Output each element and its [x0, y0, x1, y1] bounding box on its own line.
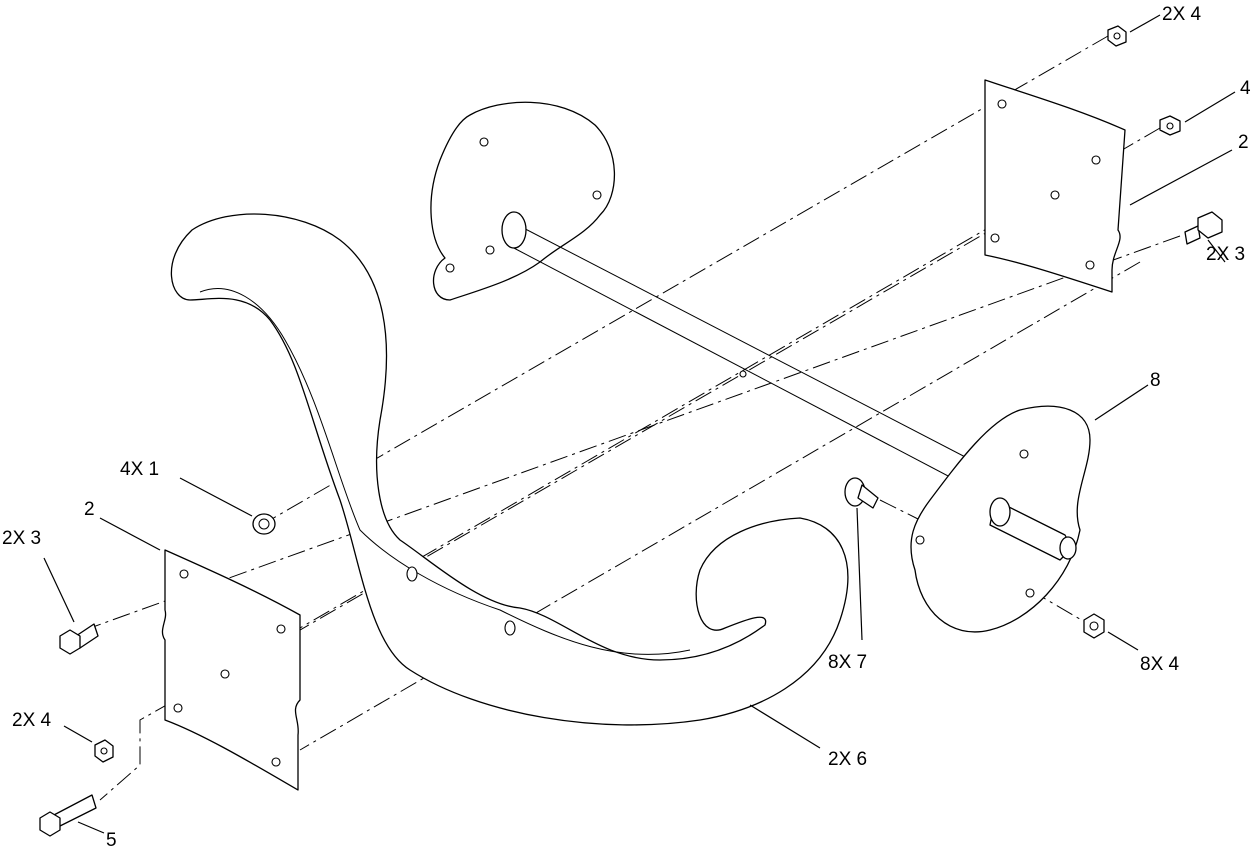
plate-right-hole-5 — [1085, 260, 1095, 270]
plate-left-hole-3 — [220, 669, 230, 679]
callout-2x4-top: 2X 4 — [1162, 4, 1202, 25]
bolt-right — [1184, 211, 1223, 245]
plate-right-hole-2 — [1091, 155, 1101, 165]
callout-2x3-right: 2X 3 — [1206, 244, 1245, 265]
mounting-plate-left — [161, 549, 301, 791]
auger-flight-left-inner-edge — [199, 288, 691, 655]
rear-flight-hole-4 — [445, 263, 455, 273]
plate-right-hole-4 — [990, 233, 1000, 243]
plate-left-hole-1 — [179, 569, 189, 579]
long-bolt-left — [39, 794, 97, 837]
hub-nut — [1083, 613, 1105, 639]
auger-flight-rear — [430, 101, 616, 301]
callout-4x1: 4X 1 — [120, 459, 159, 480]
callout-2-right: 2 — [1238, 132, 1249, 153]
plate-right-hole-1 — [997, 99, 1007, 109]
flight-hole-1 — [406, 566, 418, 582]
plate-left-hole-5 — [271, 757, 281, 767]
plate-left-hole-4 — [173, 703, 183, 713]
callout-8: 8 — [1150, 370, 1161, 391]
nut-top-right — [1107, 25, 1127, 47]
plate-left-hole-2 — [276, 624, 286, 634]
callout-2x3-left: 2X 3 — [2, 528, 41, 549]
shear-pin — [844, 477, 879, 509]
mounting-plate-right — [984, 79, 1126, 293]
callout-labels: 2X 4 4 2 2X 3 8 4X 1 2 2X 3 8X 7 8X 4 2X… — [2, 4, 1251, 851]
callout-4-right: 4 — [1240, 78, 1251, 99]
callout-5: 5 — [106, 830, 117, 851]
flight-hole-2 — [504, 620, 516, 636]
auger-flight-left — [170, 213, 849, 726]
bolt-left — [59, 623, 99, 655]
callout-2x6: 2X 6 — [828, 749, 867, 770]
locknut-right — [1159, 115, 1181, 136]
plate-right-hole-3 — [1050, 190, 1060, 200]
callout-2x4-left: 2X 4 — [12, 710, 52, 731]
rear-flight-hole-1 — [479, 137, 489, 147]
hub-hole-3 — [1025, 588, 1035, 598]
leader-lines — [43, 14, 1236, 834]
rear-flight-hole-2 — [592, 190, 602, 200]
hub-hole-1 — [1019, 449, 1029, 459]
callout-8x7: 8X 7 — [828, 652, 867, 673]
rear-flight-hole-3 — [485, 245, 495, 255]
auger-shaft — [501, 211, 1001, 499]
nut-left — [94, 739, 114, 763]
spacer-left — [252, 513, 276, 535]
callout-8x4: 8X 4 — [1140, 654, 1180, 675]
spindle-shaft — [989, 497, 1077, 561]
hub-hole-2 — [915, 535, 925, 545]
callout-2-left: 2 — [84, 499, 95, 520]
